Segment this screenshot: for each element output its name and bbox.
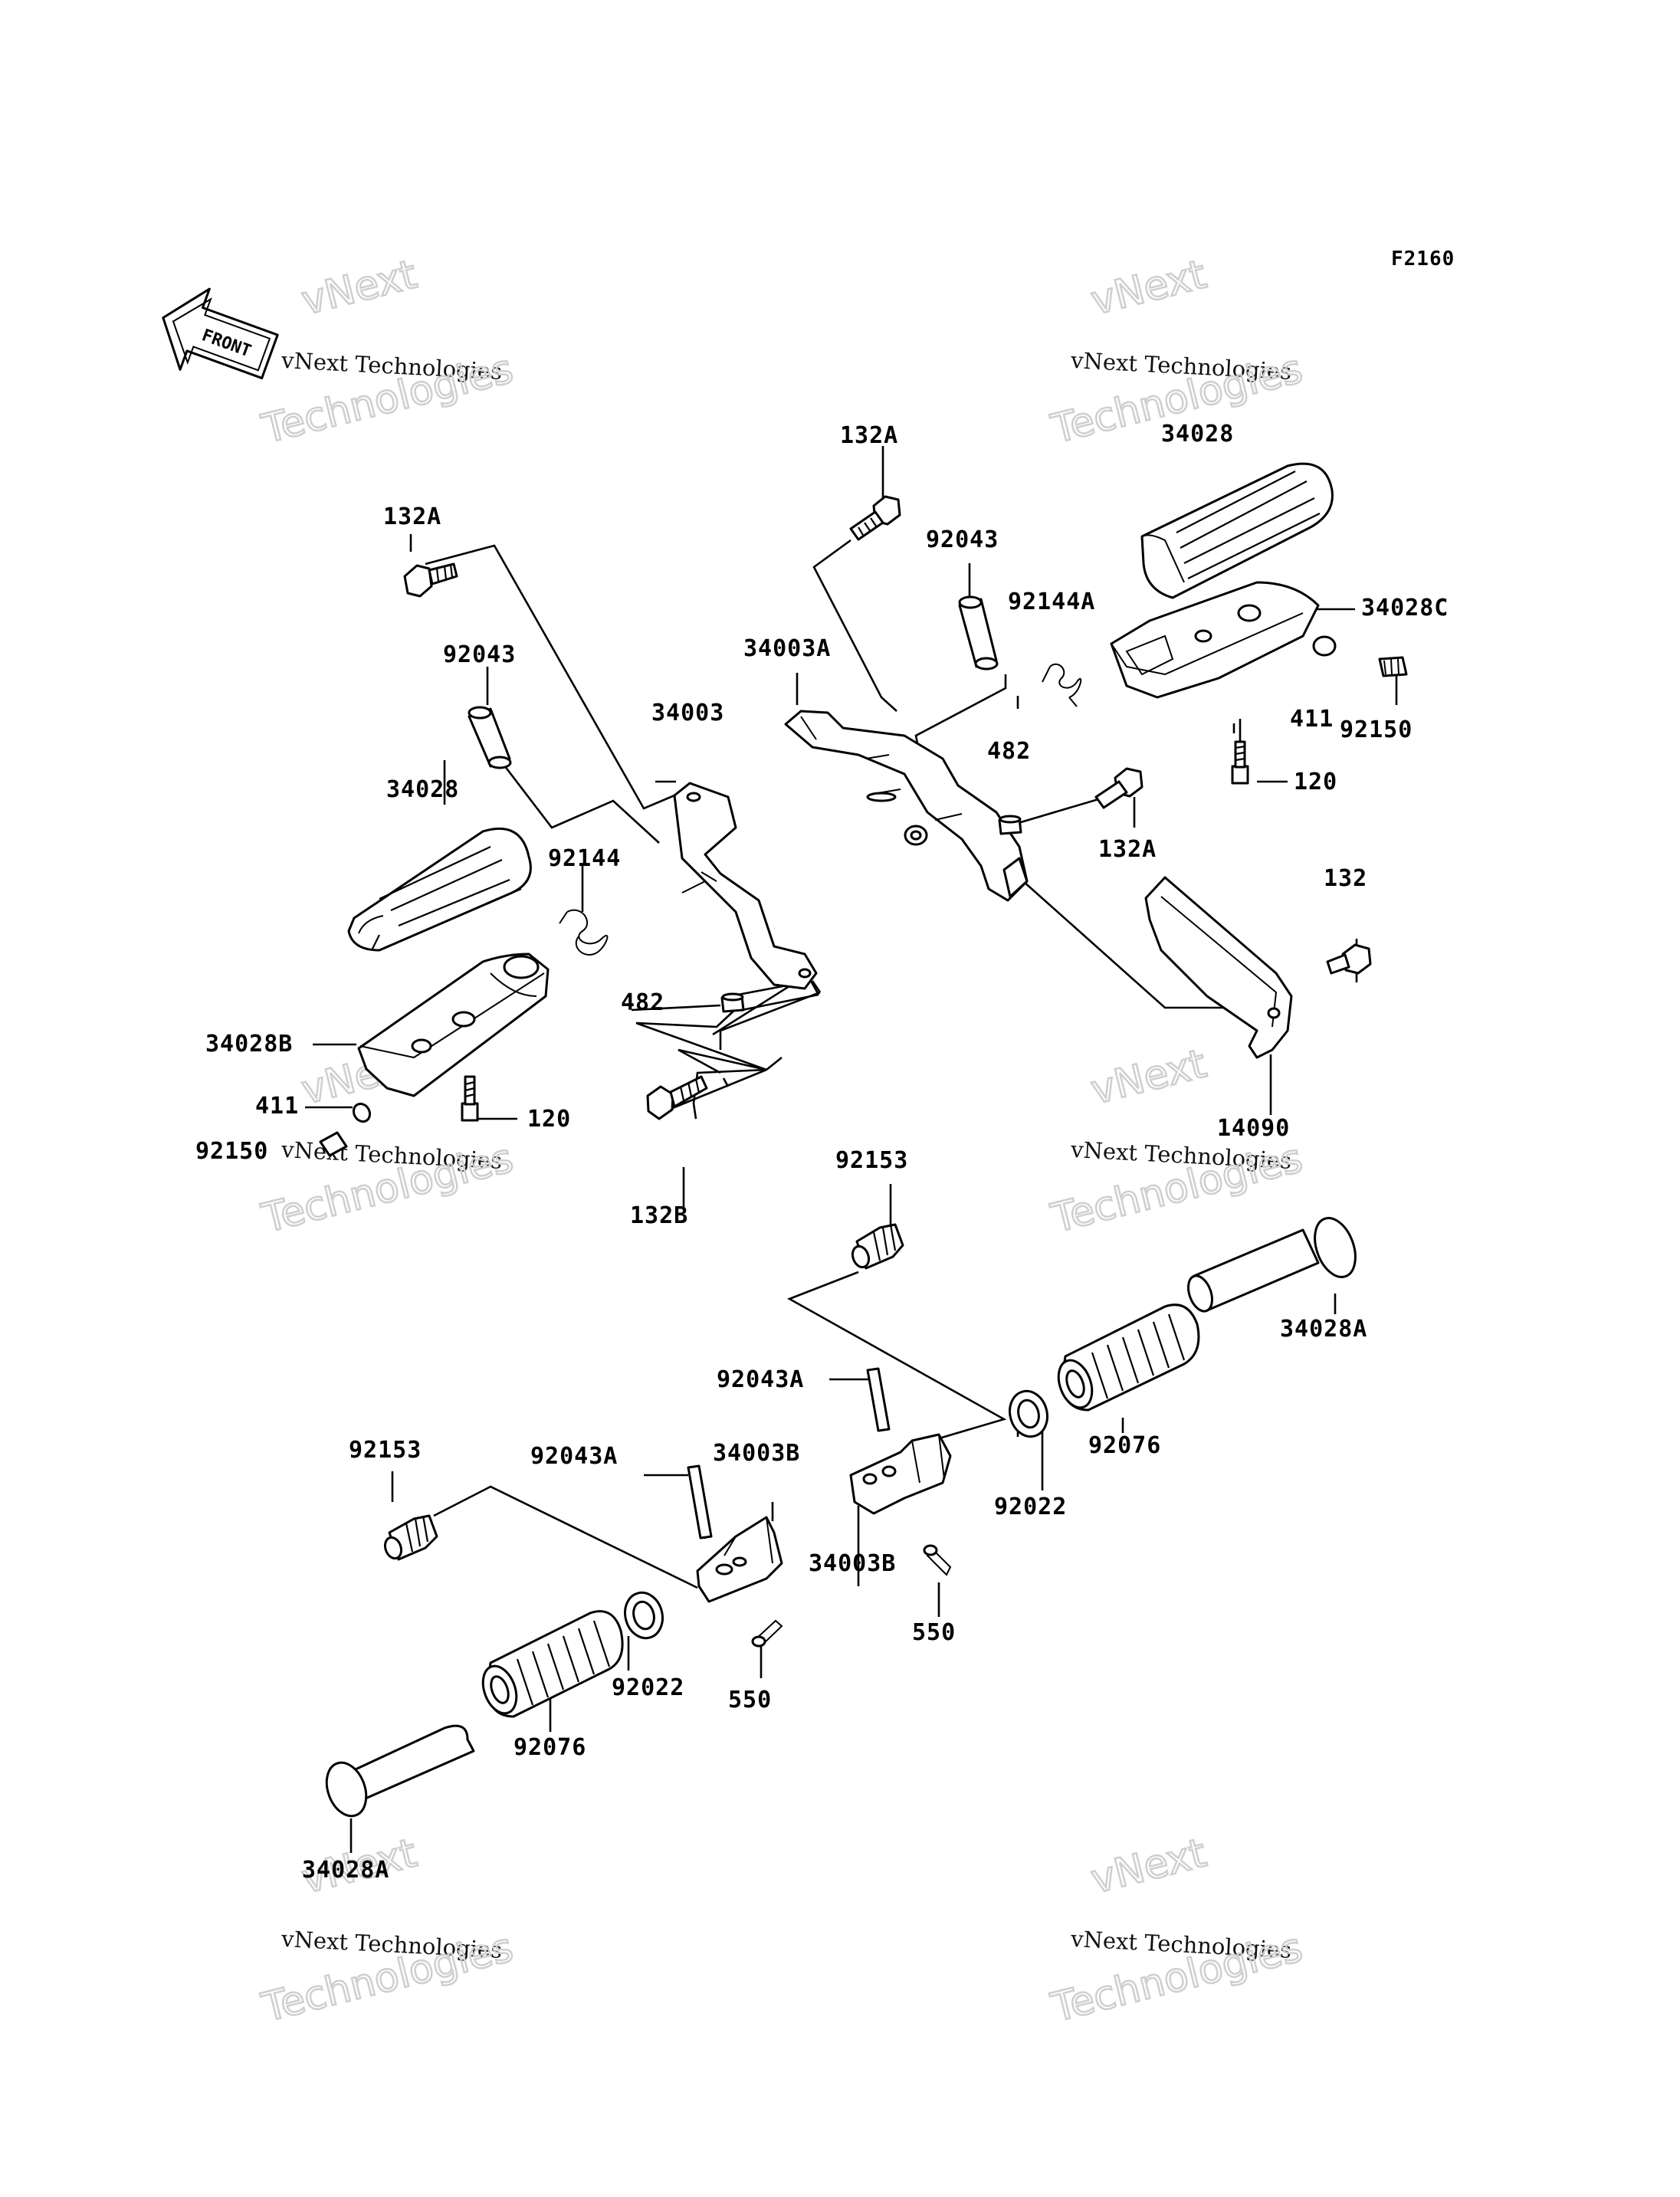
collar-92150-left [319, 1131, 348, 1157]
part-label: 132A [383, 503, 441, 530]
washer-92022-right [1009, 1389, 1048, 1438]
part-label: 34028C [1361, 595, 1449, 621]
pin-92043-left [468, 706, 512, 769]
spring-92144a [1042, 663, 1082, 707]
footpeg-pin-34028a-right [1186, 1217, 1357, 1313]
footpeg-holder-arm [673, 782, 818, 990]
pin-92043a-left [687, 1464, 713, 1540]
part-label: 92022 [994, 1494, 1067, 1520]
part-label: 92022 [612, 1674, 684, 1701]
footpeg-mount-bracket [849, 1433, 952, 1515]
part-label: 411 [1290, 706, 1334, 733]
part-label: 34028 [1161, 421, 1234, 448]
washer-411-left [352, 1102, 372, 1123]
front-arrow-icon: FRONT [162, 287, 279, 379]
part-label: 34003 [651, 700, 724, 726]
watermark: vNext vNext Technologies Technologies [1045, 1829, 1308, 2032]
part-label: 92043A [717, 1366, 804, 1393]
bolt-132a-left [403, 562, 458, 598]
part-labels: 132A 92043 34003 34028 92144 482 34028B … [195, 421, 1449, 1884]
part-label: 92153 [349, 1437, 422, 1464]
washer-411-right [1312, 635, 1337, 657]
footpeg-rubber [1140, 462, 1334, 599]
bolt-120-left [461, 1075, 479, 1122]
part-label: 411 [255, 1093, 299, 1120]
part-label: 132A [1098, 836, 1157, 863]
footpeg-grip-92076-right [1057, 1303, 1200, 1412]
bolt-120-right [1231, 740, 1249, 785]
pin-92043a-right [866, 1367, 891, 1432]
footpeg-bracket [1110, 581, 1320, 699]
part-label: 34003A [743, 635, 831, 662]
bolt-132 [1326, 943, 1372, 975]
part-label: 92076 [1088, 1432, 1161, 1459]
part-label: 92144 [548, 845, 621, 872]
footpeg-holder-arm [784, 710, 1029, 902]
watermark-line1: vNext [1087, 1041, 1211, 1113]
watermark-line1: vNext [1087, 251, 1211, 324]
watermark: vNext vNext Technologies Technologies [256, 251, 518, 454]
part-label: 92043 [926, 526, 999, 553]
part-label: 14090 [1217, 1115, 1290, 1142]
part-label: 34028B [205, 1031, 293, 1058]
part-label: 92144A [1008, 589, 1095, 615]
footpeg-pin-34028a-left [325, 1724, 475, 1818]
part-label: 550 [912, 1619, 956, 1646]
cotter-pin-550-left [751, 1619, 783, 1648]
bolt-132a-right [849, 495, 901, 541]
part-label: 92076 [514, 1734, 586, 1761]
pin-482-left [720, 992, 745, 1013]
part-label: 92153 [835, 1147, 908, 1174]
pin-482-right [998, 815, 1022, 835]
footpeg-rubber [347, 828, 532, 952]
part-label: 34028 [386, 776, 459, 803]
part-label: 34003B [809, 1550, 896, 1577]
washer-92022-left [624, 1591, 664, 1640]
part-label: 482 [987, 738, 1031, 765]
bolt-132a-right-lower [1094, 767, 1144, 809]
part-label: 92043 [443, 641, 516, 668]
watermark-line1: vNext [1087, 1830, 1211, 1903]
part-label: 34028A [1280, 1316, 1367, 1343]
diagram-code: F2160 [1391, 248, 1455, 271]
part-label: 482 [621, 989, 664, 1016]
spring-92144 [559, 909, 609, 956]
part-label: 120 [527, 1106, 571, 1133]
footpeg-mount-bracket [696, 1516, 783, 1603]
part-label: 132A [840, 422, 898, 449]
part-label: 34003B [713, 1440, 800, 1467]
part-label: 120 [1294, 769, 1337, 795]
part-label: 550 [728, 1687, 772, 1713]
heel-guard [1144, 876, 1293, 1059]
part-label: 92043A [530, 1443, 618, 1470]
cotter-pin-550-right [923, 1544, 952, 1576]
footpeg-bracket [357, 953, 550, 1097]
part-label: 92150 [195, 1138, 268, 1165]
pin-92043-right [958, 595, 999, 671]
bolt-92153-right [851, 1223, 904, 1270]
part-label: 34028A [302, 1857, 389, 1884]
collar-92150-right [1378, 656, 1408, 677]
watermark-line1: vNext [297, 251, 422, 324]
bolt-92153-left [383, 1514, 438, 1561]
part-label: 132 [1324, 865, 1367, 892]
part-label: 92150 [1340, 716, 1413, 743]
bolt-132b [646, 1075, 708, 1120]
part-label: 132B [630, 1202, 688, 1229]
footpeg-grip-92076-left [481, 1610, 624, 1718]
